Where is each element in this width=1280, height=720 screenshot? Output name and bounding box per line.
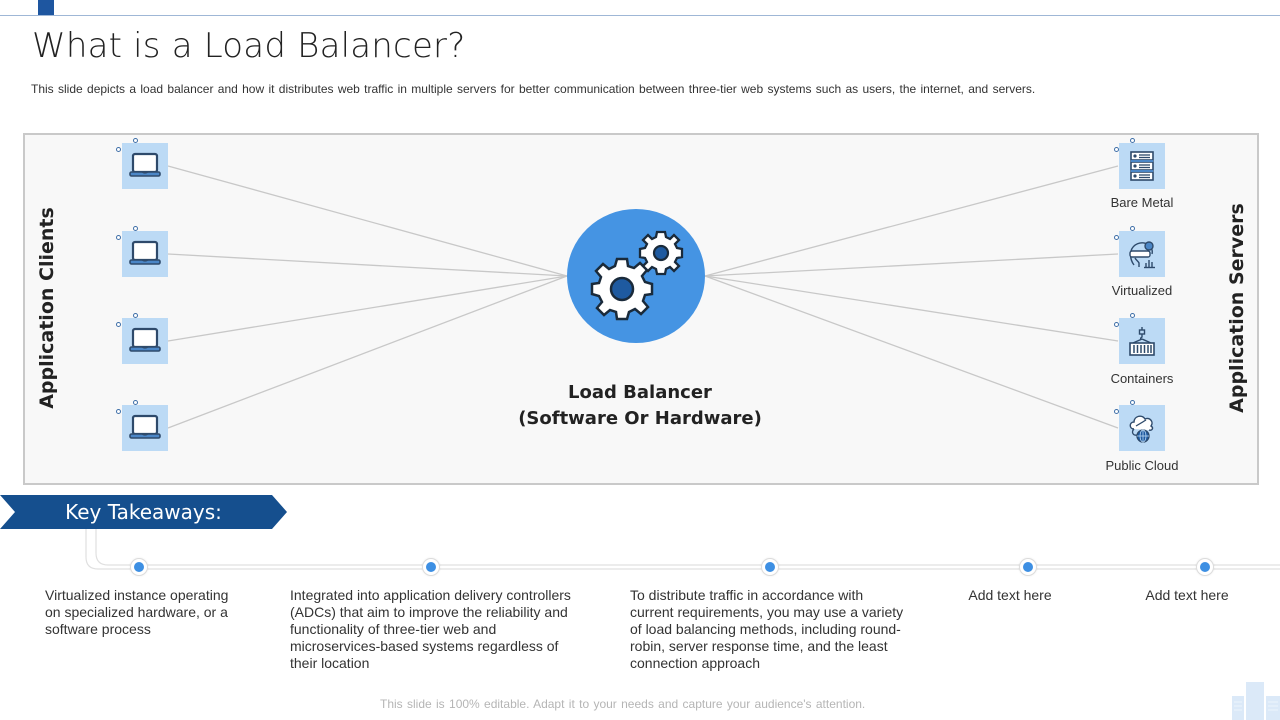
laptop-icon — [122, 143, 168, 189]
decor-dot — [1114, 409, 1119, 414]
decor-dot — [133, 313, 138, 318]
timeline-dot-3 — [761, 558, 779, 576]
application-servers-label: Application Servers — [1226, 203, 1248, 413]
server-label-public-cloud: Public Cloud — [1105, 458, 1179, 473]
laptop-icon — [122, 405, 168, 451]
building-decor-icon — [1232, 682, 1280, 720]
footer-note: This slide is 100% editable. Adapt it to… — [380, 697, 866, 711]
takeaway-text-5: Add text here — [1145, 587, 1229, 603]
load-balancer-title-line2: (Software Or Hardware) — [518, 408, 762, 429]
key-takeaways-heading: Key Takeaways: — [65, 500, 222, 524]
timeline-dot-2 — [422, 558, 440, 576]
decor-dot — [116, 409, 121, 414]
application-clients-label: Application Clients — [36, 207, 58, 409]
decor-dot — [116, 147, 121, 152]
takeaway-text-2: Integrated into application delivery con… — [290, 587, 571, 671]
decor-dot — [116, 322, 121, 327]
server-rack-icon — [1119, 143, 1165, 189]
decor-dot — [1130, 313, 1135, 318]
timeline-dot-5 — [1196, 558, 1214, 576]
vr-headset-icon — [1119, 231, 1165, 277]
key-takeaways-banner — [0, 495, 287, 529]
laptop-icon — [122, 318, 168, 364]
decor-dot — [1130, 400, 1135, 405]
takeaway-text-4: Add text here — [968, 587, 1052, 603]
server-label-bare-metal: Bare Metal — [1110, 195, 1174, 210]
takeaway-text-1: Virtualized instance operating on specia… — [45, 587, 229, 637]
server-label-virtualized: Virtualized — [1111, 283, 1173, 298]
cloud-globe-icon — [1119, 405, 1165, 451]
decor-dot — [133, 138, 138, 143]
header-accent-block — [38, 0, 54, 15]
decor-dot — [1114, 235, 1119, 240]
load-balancer-circle — [567, 209, 705, 343]
takeaway-text-3: To distribute traffic in accordance with… — [630, 587, 904, 671]
server-label-containers: Containers — [1110, 371, 1174, 386]
load-balancer-title-line1: Load Balancer — [568, 382, 712, 403]
header-divider-line — [0, 15, 1280, 16]
decor-dot — [1114, 147, 1119, 152]
page-title: What is a Load Balancer? — [32, 26, 466, 66]
decor-dot — [116, 235, 121, 240]
shipping-container-icon — [1119, 318, 1165, 364]
load-balancer-title: Load Balancer (Software Or Hardware) — [440, 380, 840, 432]
page-subtitle: This slide depicts a load balancer and h… — [31, 82, 1036, 96]
decor-dot — [133, 400, 138, 405]
laptop-icon — [122, 231, 168, 277]
decor-dot — [1130, 138, 1135, 143]
decor-dot — [133, 226, 138, 231]
timeline-dot-4 — [1019, 558, 1037, 576]
timeline-dot-1 — [130, 558, 148, 576]
decor-dot — [1114, 322, 1119, 327]
gears-icon — [590, 230, 684, 321]
decor-dot — [1130, 226, 1135, 231]
